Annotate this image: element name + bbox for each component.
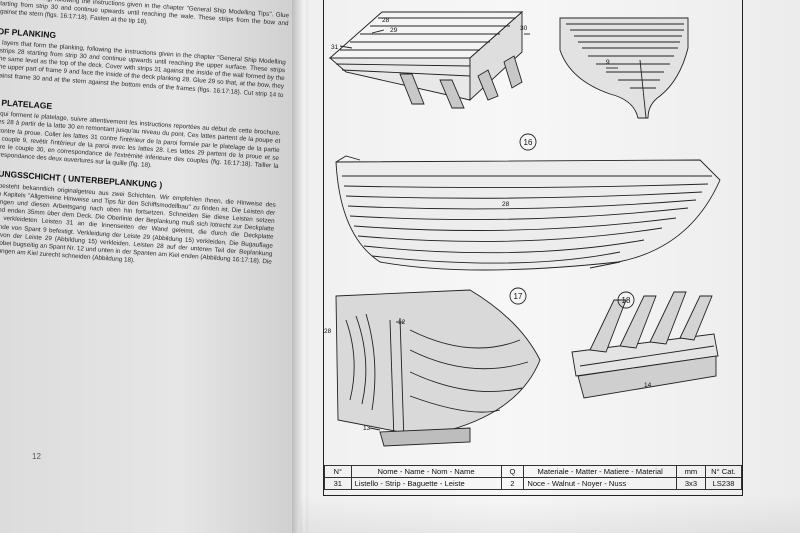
header-material: Materiale - Matter - Matiere - Material [523, 465, 677, 478]
part-number-fig17-13: 13 [363, 425, 371, 432]
cell-catalog: LS238 [704, 477, 743, 490]
header-catalog: N° Cat. [704, 465, 743, 478]
part-number-fig17-28: 28 [324, 328, 332, 335]
bow-drawing [335, 289, 541, 447]
page-number: 12 [32, 452, 41, 461]
cell-name: Listello - Strip - Baguette - Leiste [350, 477, 502, 490]
part-number-28: 28 [382, 17, 390, 24]
part-number-31: 31 [331, 44, 339, 51]
header-quantity: Q [500, 465, 525, 478]
parts-list-table: N° Nome - Name - Nom - Name Q Materiale … [324, 465, 743, 490]
drawing-frame [323, 0, 743, 496]
cell-dimensions: 3x3 [675, 477, 706, 490]
cell-quantity: 2 [500, 477, 525, 490]
hull-side-drawing [335, 155, 721, 271]
part-number-29: 29 [390, 27, 398, 34]
part-number-9: 9 [606, 59, 610, 66]
cell-number: 31 [324, 477, 352, 490]
keel-frames-drawing [571, 291, 719, 399]
left-page: two layers from the planking, following … [0, 0, 300, 533]
table-row: 31 Listello - Strip - Baguette - Leiste … [324, 477, 743, 490]
header-dimensions: mm [675, 465, 706, 478]
deck-section-drawing [328, 11, 524, 109]
figure-label-18: 18 [622, 296, 631, 305]
part-number-30: 30 [520, 25, 528, 32]
stern-drawing [559, 17, 689, 119]
figure-label-16: 16 [524, 138, 533, 147]
part-number-fig18-14: 14 [644, 382, 652, 389]
part-number-fig17-12: 12 [398, 319, 406, 326]
header-number: N° [324, 465, 352, 478]
page-shadow [300, 495, 800, 533]
cell-material: Noce - Walnut - Noyer - Nuss [523, 477, 677, 490]
table-header-row: N° Nome - Name - Nom - Name Q Materiale … [324, 465, 743, 478]
part-number-hull-28: 28 [502, 201, 510, 208]
figure-label-17: 17 [514, 292, 523, 301]
header-name: Nome - Name - Nom - Name [350, 465, 502, 478]
